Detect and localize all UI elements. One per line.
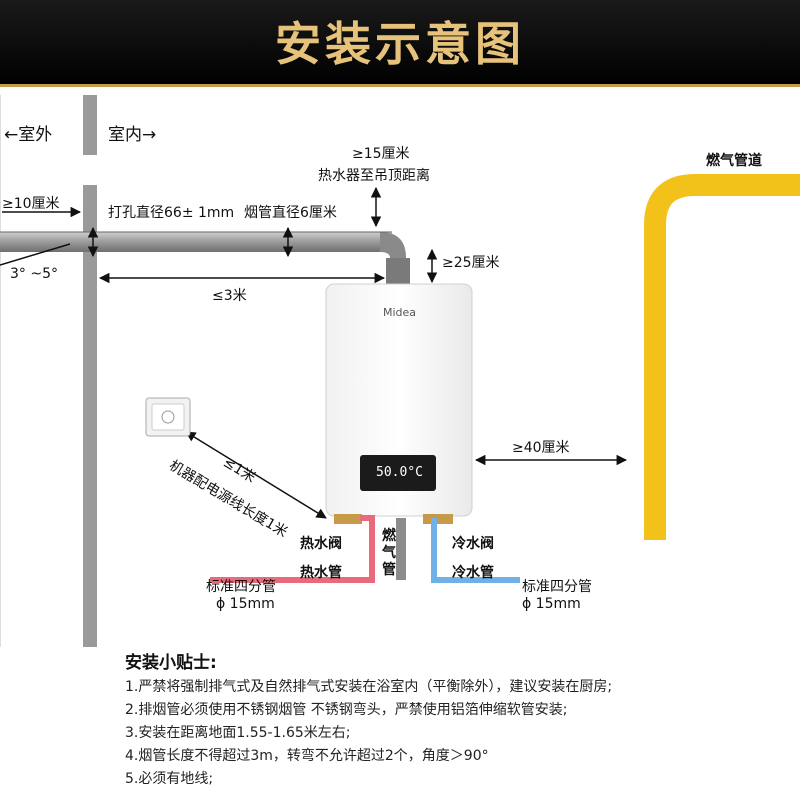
- heater-display-value: 50.0: [376, 465, 408, 480]
- tip-item-3: 3.安装在距离地面1.55-1.65米左右;: [125, 725, 351, 741]
- pipe-diameter-label: 烟管直径6厘米: [244, 205, 337, 221]
- slope-label: 3° ~5°: [10, 266, 58, 282]
- heater-brand: Midea: [383, 306, 417, 319]
- tip-item-2: 2.排烟管必须使用不锈钢烟管 不锈钢弯头，严禁使用铝箔伸缩软管安装;: [125, 702, 568, 718]
- top-gap-value: ≥15厘米: [352, 146, 410, 162]
- hot-valve-label: 热水阀: [300, 536, 342, 552]
- water-pipes: [210, 515, 520, 583]
- gas-pipeline: [644, 174, 800, 540]
- tip-item-1: 1.严禁将强制排气式及自然排气式安装在浴室内（平衡除外），建议安装在厨房;: [125, 679, 613, 695]
- water-heater: [325, 283, 473, 524]
- wall: [0, 95, 97, 647]
- page-title: 安装示意图: [275, 17, 525, 71]
- heater-display: 50.0°C: [376, 465, 423, 480]
- top-gap-desc: 热水器至吊顶距离: [318, 168, 430, 184]
- indoor-label: 室内→: [108, 125, 157, 145]
- heater-display-panel: [360, 455, 436, 491]
- pipe-length-label: ≤3米: [212, 288, 247, 304]
- cold-pipe-label: 冷水管: [452, 565, 494, 581]
- tip-item-5: 5.必须有地线;: [125, 771, 214, 787]
- wall-protrude-label: ≥10厘米: [2, 196, 60, 212]
- standard-right-label: 标准四分管: [522, 579, 592, 595]
- side-clearance-right-label: ≥40厘米: [512, 440, 570, 456]
- hole-diameter-label: 打孔直径66± 1mm: [108, 205, 235, 221]
- gas-pipe-label: 燃气管: [382, 528, 396, 578]
- cold-valve-label: 冷水阀: [452, 536, 494, 552]
- power-socket: [145, 397, 191, 437]
- tip-item-4: 4.烟管长度不得超过3m，转弯不允许超过2个，角度＞90°: [125, 748, 489, 764]
- outdoor-label: ←室外: [4, 125, 53, 145]
- header-bar: 安装示意图: [0, 0, 800, 87]
- tips-title: 安装小贴士:: [125, 653, 217, 673]
- heater-display-unit: °C: [407, 465, 423, 480]
- hot-pipe-label: 热水管: [300, 565, 342, 581]
- dimension-arrows: [0, 186, 628, 519]
- header-divider: [0, 84, 800, 87]
- standard-left-label: 标准四分管: [206, 579, 276, 595]
- diameter-left-label: ϕ 15mm: [216, 596, 275, 612]
- diameter-right-label: ϕ 15mm: [522, 596, 581, 612]
- installation-diagram: [0, 95, 800, 647]
- side-clearance-top-label: ≥25厘米: [442, 255, 500, 271]
- gas-pipeline-label: 燃气管道: [706, 153, 762, 169]
